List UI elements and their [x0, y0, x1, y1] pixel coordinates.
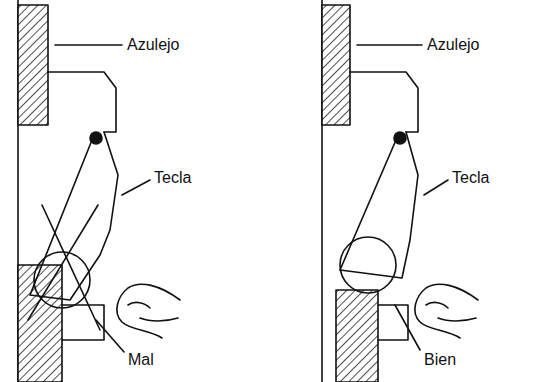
leader-line [96, 320, 124, 352]
tile-label: Azulejo [125, 36, 181, 54]
pivot [90, 132, 102, 144]
key-lever [340, 132, 418, 278]
tile-bottom [18, 265, 62, 382]
tile-top [322, 5, 350, 125]
leader-line [122, 180, 150, 195]
lower-housing [378, 305, 408, 340]
leader-line [395, 305, 420, 350]
key-label: Tecla [152, 169, 193, 187]
finger [117, 284, 180, 338]
detail-circle [340, 237, 396, 293]
detail-circle [34, 252, 90, 308]
tile-bottom [336, 290, 378, 382]
pivot [394, 132, 406, 144]
leader-line [55, 44, 122, 46]
wrong-label: Mal [126, 351, 156, 369]
leader-line [357, 44, 422, 46]
finger [415, 284, 478, 338]
right-label: Bien [422, 351, 458, 369]
cross-mark [28, 205, 98, 320]
leader-line [424, 180, 448, 195]
cross-mark [42, 205, 100, 330]
upper-housing [350, 72, 418, 132]
upper-housing [48, 72, 116, 132]
tile-label: Azulejo [425, 36, 481, 54]
key-label: Tecla [450, 169, 491, 187]
tile-top [18, 5, 48, 125]
